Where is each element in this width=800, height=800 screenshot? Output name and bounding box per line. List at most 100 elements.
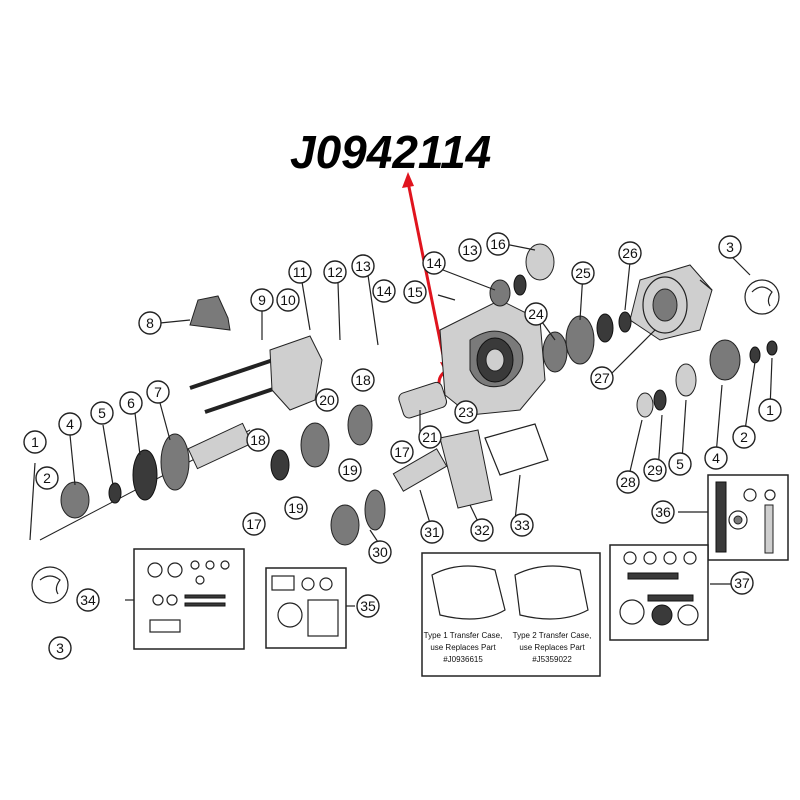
callout-c3L: 3 — [48, 636, 72, 660]
callout-c33: 33 — [510, 513, 534, 537]
kit-box-34 — [133, 548, 245, 650]
callout-c19a: 19 — [338, 458, 362, 482]
callout-c18b: 18 — [246, 428, 270, 452]
callout-label: 3 — [726, 239, 734, 255]
callout-label: 18 — [355, 372, 371, 388]
callout-c23: 23 — [454, 400, 478, 424]
callout-c14a: 14 — [372, 279, 396, 303]
callout-c2L: 2 — [35, 466, 59, 490]
callout-label: 8 — [146, 315, 154, 331]
kit-box-type-notes: Type 1 Transfer Case, use Replaces Part … — [421, 552, 601, 677]
callout-c1R: 1 — [758, 398, 782, 422]
callout-label: 21 — [422, 429, 438, 445]
callout-c35: 35 — [356, 594, 380, 618]
callout-c11: 11 — [288, 260, 312, 284]
callout-label: 7 — [154, 384, 162, 400]
callout-c17b: 17 — [242, 512, 266, 536]
callout-c15: 15 — [403, 280, 427, 304]
callout-c10: 10 — [276, 288, 300, 312]
callout-label: 17 — [394, 444, 410, 460]
callout-label: 12 — [327, 264, 343, 280]
callout-label: 1 — [766, 402, 774, 418]
callout-c26: 26 — [618, 241, 642, 265]
callout-label: 13 — [462, 242, 478, 258]
type2-note-line1: Type 2 Transfer Case, — [513, 631, 592, 640]
callout-c36: 36 — [651, 500, 675, 524]
callout-c13a: 13 — [351, 254, 375, 278]
callout-label: 3 — [56, 640, 64, 656]
callout-c1L: 1 — [23, 430, 47, 454]
callout-label: 13 — [355, 258, 371, 274]
callout-label: 5 — [98, 405, 106, 421]
type2-note-line3: #J5359022 — [532, 655, 572, 664]
callout-label: 14 — [426, 255, 442, 271]
callout-c6: 6 — [119, 391, 143, 415]
callout-c19b: 19 — [284, 496, 308, 520]
callout-c12: 12 — [323, 260, 347, 284]
callout-c4R: 4 — [704, 446, 728, 470]
callout-label: 1 — [31, 434, 39, 450]
callout-c2R: 2 — [732, 425, 756, 449]
shifter-boot — [189, 295, 231, 331]
callout-label: 5 — [676, 456, 684, 472]
type1-note-line1: Type 1 Transfer Case, — [424, 631, 503, 640]
mid-gears — [270, 404, 448, 546]
callout-label: 32 — [474, 522, 490, 538]
callout-c17a: 17 — [390, 440, 414, 464]
cover-plates — [439, 423, 549, 509]
callout-label: 19 — [342, 462, 358, 478]
kit-box-37 — [609, 544, 709, 641]
callout-label: 37 — [734, 575, 750, 591]
callout-c21: 21 — [418, 425, 442, 449]
callout-c18a: 18 — [351, 368, 375, 392]
callout-c30: 30 — [368, 540, 392, 564]
callout-label: 30 — [372, 544, 388, 560]
rear-housing — [629, 264, 713, 341]
callout-c37: 37 — [730, 571, 754, 595]
kit-box-36 — [707, 474, 789, 561]
callout-label: 33 — [514, 517, 530, 533]
callout-label: 26 — [622, 245, 638, 261]
callout-label: 4 — [712, 450, 720, 466]
snap-rings — [31, 279, 780, 604]
type1-note-line3: #J0936615 — [443, 655, 483, 664]
part-number-title: J0942114 — [290, 126, 491, 178]
callout-label: 17 — [246, 516, 262, 532]
callout-label: 27 — [594, 370, 610, 386]
callout-label: 20 — [319, 392, 335, 408]
callout-c5R: 5 — [668, 452, 692, 476]
callout-c28: 28 — [616, 470, 640, 494]
callout-label: 19 — [288, 500, 304, 516]
callout-c27: 27 — [590, 366, 614, 390]
callout-c13b: 13 — [458, 238, 482, 262]
callout-label: 28 — [620, 474, 636, 490]
callout-label: 14 — [376, 283, 392, 299]
callout-c8: 8 — [138, 311, 162, 335]
callout-c4L: 4 — [58, 412, 82, 436]
callout-label: 23 — [458, 404, 474, 420]
callout-c29: 29 — [643, 458, 667, 482]
callout-c31: 31 — [420, 520, 444, 544]
callout-label: 25 — [575, 265, 591, 281]
shaft-21 — [398, 381, 448, 419]
type1-note-line2: use Replaces Part — [430, 643, 496, 652]
callout-label: 35 — [360, 598, 376, 614]
callout-label: 36 — [655, 504, 671, 520]
callout-c7: 7 — [146, 380, 170, 404]
callout-label: 16 — [490, 236, 506, 252]
shift-rods — [189, 335, 323, 414]
callout-label: 31 — [424, 524, 440, 540]
callout-label: 2 — [740, 429, 748, 445]
callout-label: 4 — [66, 416, 74, 432]
callout-label: 10 — [280, 292, 296, 308]
callout-c34: 34 — [76, 588, 100, 612]
callout-c5L: 5 — [90, 401, 114, 425]
kit-box-35 — [265, 567, 347, 649]
callout-c32: 32 — [470, 518, 494, 542]
callout-label: 6 — [127, 395, 135, 411]
callout-label: 9 — [258, 292, 266, 308]
left-gear-train — [39, 422, 253, 541]
callout-label: 18 — [250, 432, 266, 448]
callout-c16: 16 — [486, 232, 510, 256]
